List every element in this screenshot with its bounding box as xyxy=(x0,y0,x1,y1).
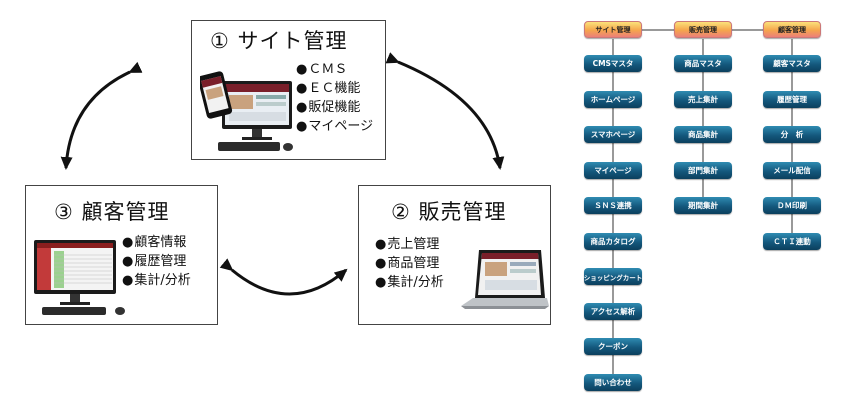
list-item: 顧客情報 xyxy=(122,233,191,252)
tree-head-sales: 販売管理 xyxy=(674,21,732,38)
tree-node-history: 履歴管理 xyxy=(763,91,821,108)
list-item: マイページ xyxy=(296,117,373,136)
customer-management-box: ③ 顧客管理 顧客情報 履歴管理 集計/分析 xyxy=(25,185,218,325)
pc-with-tablet-icon xyxy=(200,71,293,151)
tree-node-cart: ショッピングカート xyxy=(584,268,642,285)
tree-node-coupon: クーポン xyxy=(584,338,642,355)
tree-node-cms-master: CMSマスタ xyxy=(584,55,642,72)
tree-head-site: サイト管理 xyxy=(584,21,642,38)
list-item: 商品管理 xyxy=(375,254,444,273)
tree-node-mypage: マイページ xyxy=(584,162,642,179)
customer-management-list: 顧客情報 履歴管理 集計/分析 xyxy=(122,233,191,290)
list-item: ＥＣ機能 xyxy=(296,79,373,98)
sales-management-list: 売上管理 商品管理 集計/分析 xyxy=(375,235,444,292)
cycle-arrows-full xyxy=(60,52,505,296)
tree-node-dept-total: 部門集計 xyxy=(674,162,732,179)
laptop-icon xyxy=(461,250,549,309)
tree-node-product-total: 商品集計 xyxy=(674,126,732,143)
tree-node-homepage: ホームページ xyxy=(584,91,642,108)
customer-management-title: ③ 顧客管理 xyxy=(54,200,170,224)
desktop-monitor-icon xyxy=(34,240,125,315)
tree-node-analysis: 分 析 xyxy=(763,126,821,143)
tree-node-mail: メール配信 xyxy=(763,162,821,179)
list-item: 集計/分析 xyxy=(375,273,443,292)
tree-node-product-master: 商品マスタ xyxy=(674,55,732,72)
list-item: 集計/分析 xyxy=(122,271,190,290)
arrow-site-customer xyxy=(60,61,143,170)
tree-head-customer: 顧客管理 xyxy=(763,21,821,38)
tree-node-inquiry: 問い合わせ xyxy=(584,374,642,391)
list-item: ＣＭＳ xyxy=(296,60,373,79)
list-item: 履歴管理 xyxy=(122,252,191,271)
site-management-title: ① サイト管理 xyxy=(210,29,348,53)
tree-node-sns: ＳＮＳ連携 xyxy=(584,197,642,214)
tree-node-sales-total: 売上集計 xyxy=(674,91,732,108)
tree-node-customer-master: 顧客マスタ xyxy=(763,55,821,72)
sales-management-title: ② 販売管理 xyxy=(391,200,507,224)
tree-node-period-total: 期間集計 xyxy=(674,197,732,214)
tree-node-catalog: 商品カタログ xyxy=(584,233,642,250)
arrow-site-sales xyxy=(385,52,505,170)
site-management-box: ① サイト管理 ＣＭＳ ＥＣ機能 販促機能 マイページ xyxy=(191,20,386,160)
tree-node-smartphone-page: スマホページ xyxy=(584,126,642,143)
sales-management-box: ② 販売管理 売上管理 商品管理 集計/分析 xyxy=(358,185,551,325)
tree-node-access-analytics: アクセス解析 xyxy=(584,303,642,320)
tree-node-cti: ＣＴＩ連動 xyxy=(763,233,821,250)
tree-node-dm-print: ＤＭ印刷 xyxy=(763,197,821,214)
arrow-customer-sales xyxy=(219,258,348,296)
function-tree: サイト管理 CMSマスタ ホームページ スマホページ マイページ ＳＮＳ連携 商… xyxy=(560,0,850,420)
list-item: 販促機能 xyxy=(296,98,373,117)
list-item: 売上管理 xyxy=(375,235,444,254)
site-management-list: ＣＭＳ ＥＣ機能 販促機能 マイページ xyxy=(296,60,373,136)
